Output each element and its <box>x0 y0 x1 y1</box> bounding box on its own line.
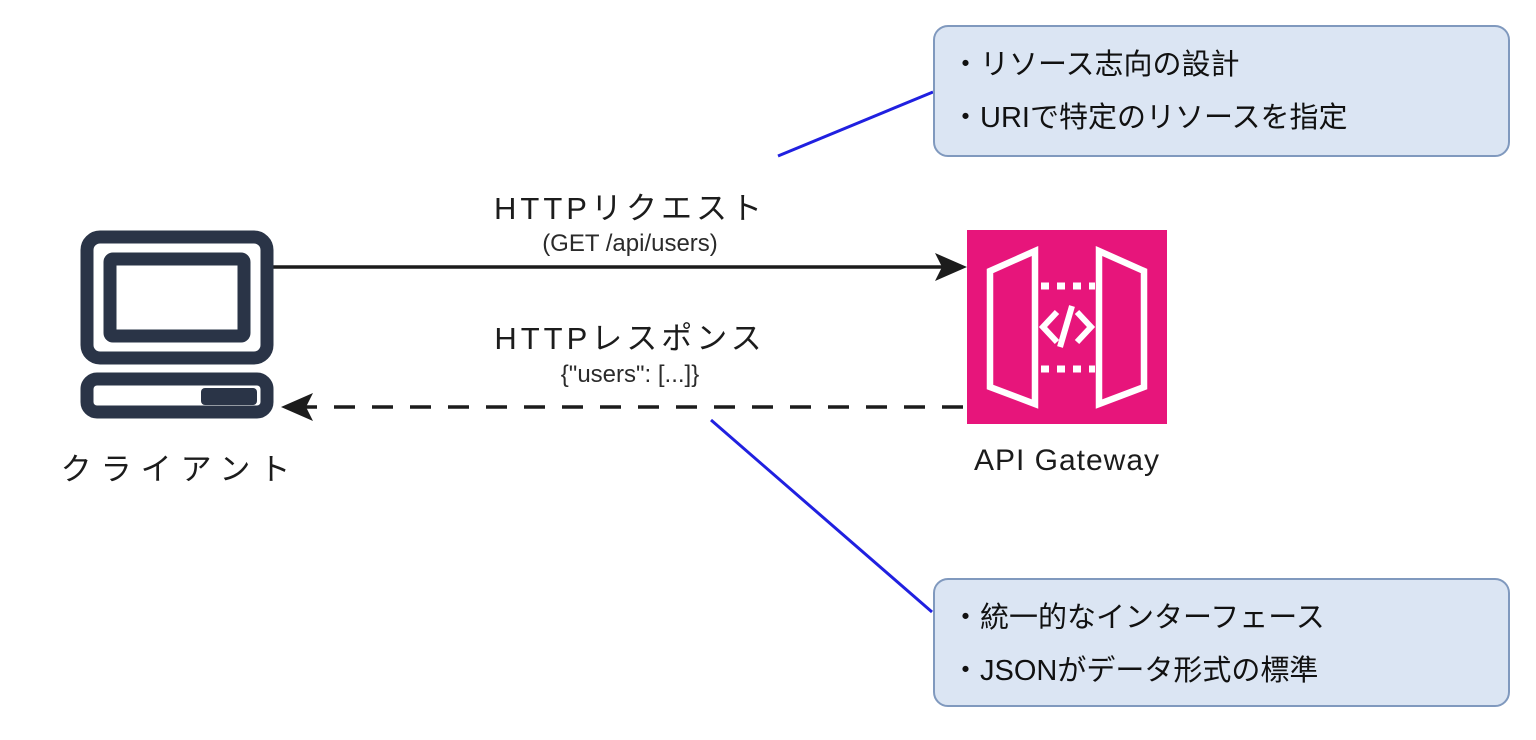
http-request-label: HTTPリクエスト <box>494 191 766 226</box>
http-response-detail: {"users": [...]} <box>560 361 700 388</box>
callout-note-line: ・URIで特定のリソースを指定 <box>951 102 1348 134</box>
request-arrow <box>273 253 967 281</box>
callout-bottom-connector-line <box>710 418 933 614</box>
code-slash-icon <box>1038 305 1096 348</box>
callout-top-connector-line <box>777 90 934 158</box>
callout-note-line: ・統一的なインターフェース <box>951 602 1325 634</box>
callout-response-notes: ・統一的なインターフェース ・JSONがデータ形式の標準 <box>933 578 1510 707</box>
client-label: クライアント <box>60 452 300 487</box>
callout-note-line: ・リソース志向の設計 <box>951 49 1240 81</box>
http-response-label: HTTPレスポンス <box>494 321 766 356</box>
callout-note-line: ・JSONがデータ形式の標準 <box>951 655 1319 687</box>
http-request-detail: (GET /api/users) <box>542 230 718 257</box>
callout-request-notes: ・リソース志向の設計 ・URIで特定のリソースを指定 <box>933 25 1510 157</box>
api-gateway-label: API Gateway <box>973 444 1161 477</box>
response-arrow <box>281 393 963 421</box>
